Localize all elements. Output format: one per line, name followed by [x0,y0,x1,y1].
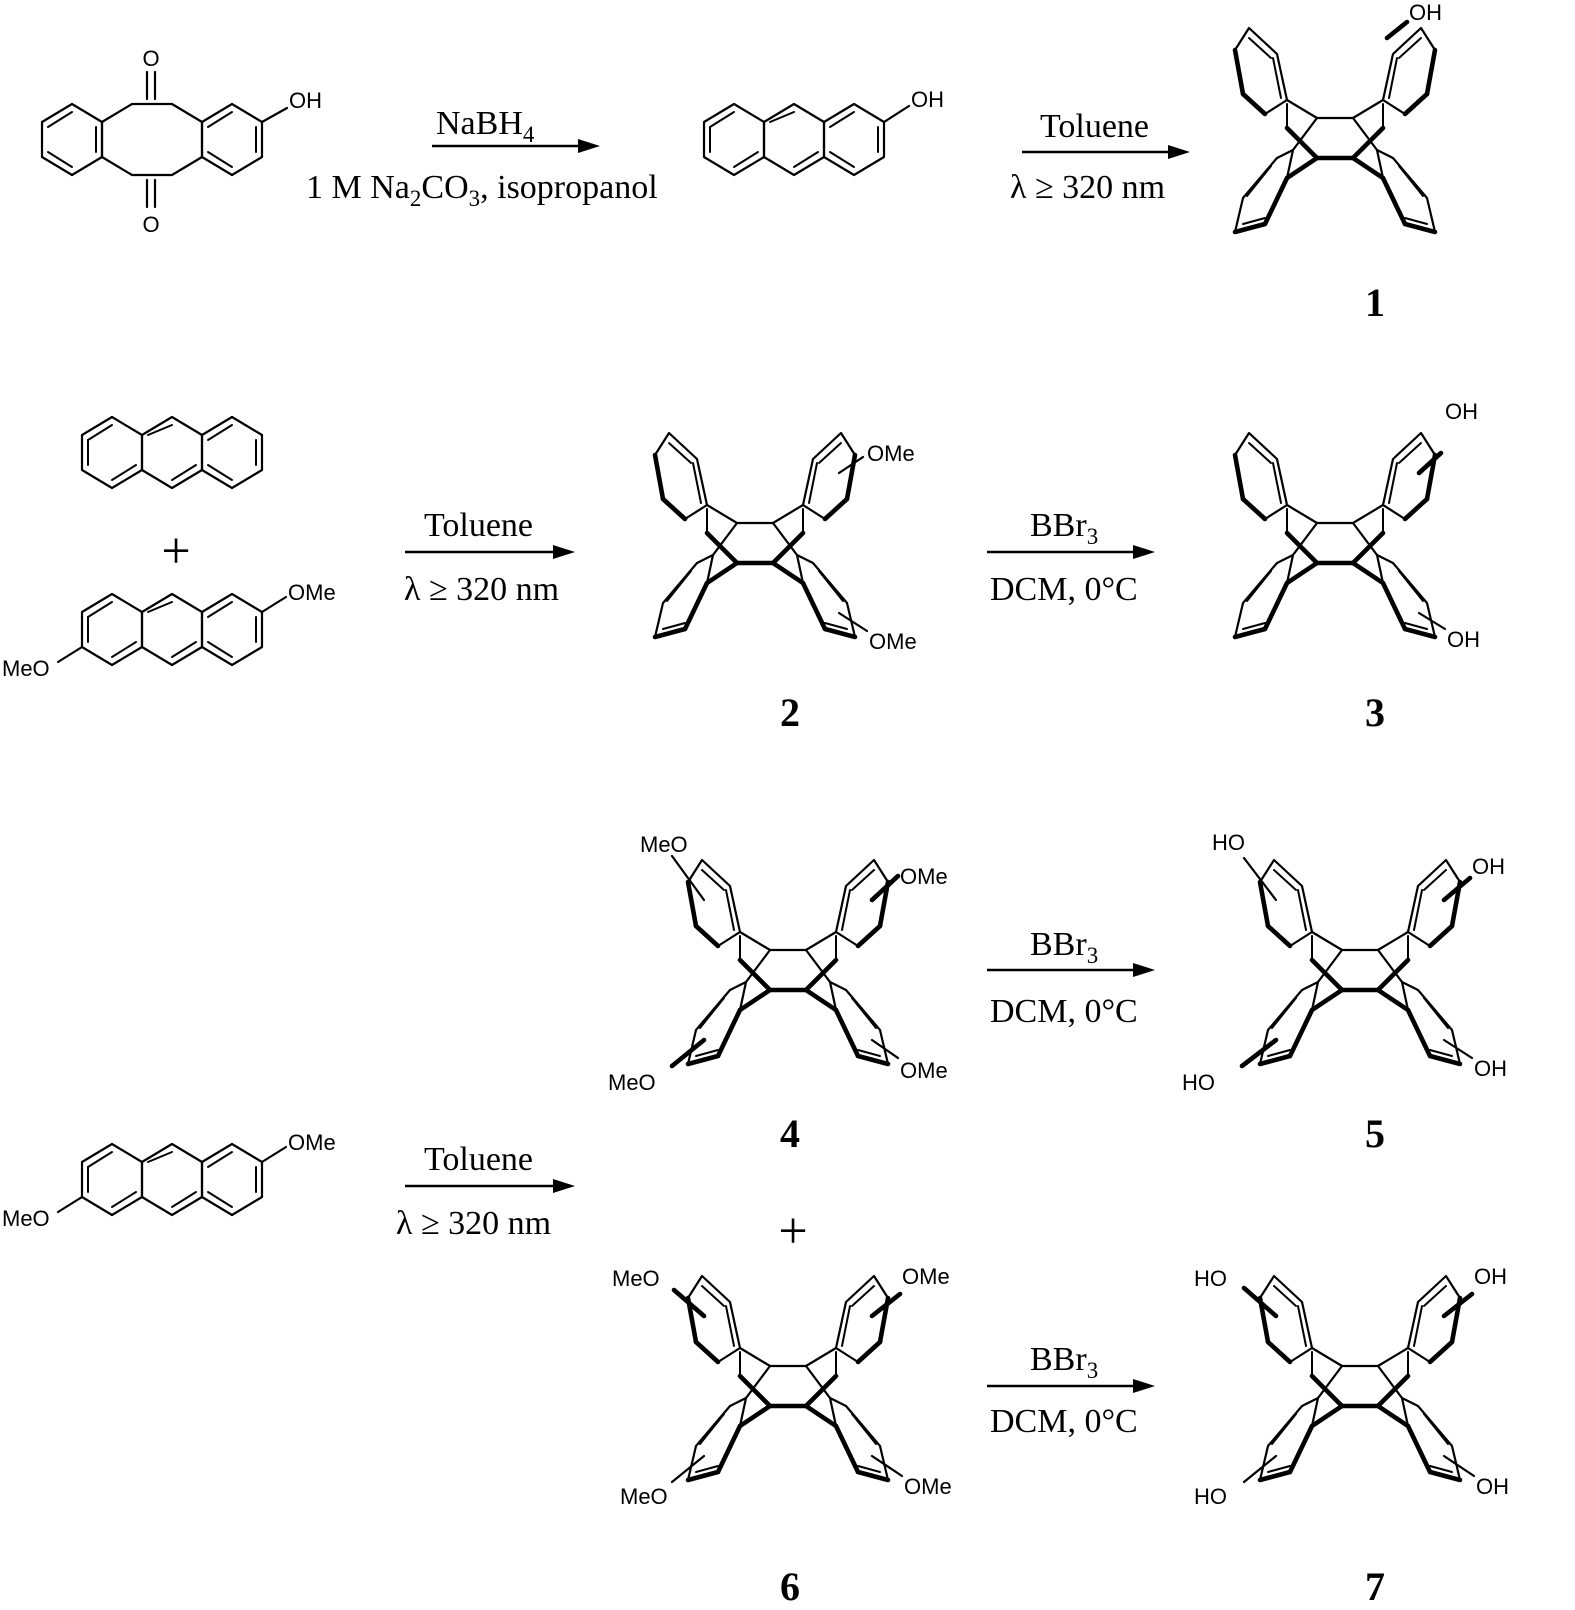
compound-3-dimer: OH OH [1235,399,1480,652]
compound-label-5: 5 [1365,1111,1385,1156]
reagent-bbr3: BBr3 [1030,507,1098,549]
condition-dcm: DCM, 0°C [990,571,1138,608]
carbonyl-o-bottom: O [142,212,159,237]
compound-5-dimer: HO OH HO OH [1182,830,1507,1095]
hydroxyl-label: OH [1447,627,1480,652]
compound-4-dimer: MeO OMe MeO OMe [608,832,948,1095]
hydroxyl-label: OH [1409,0,1442,25]
compound-1-dimer: OH [1235,0,1442,232]
compound-label-7: 7 [1365,1564,1385,1609]
reaction-arrow-4: BBr3 DCM, 0°C [987,507,1155,608]
compound-2-dimer: OMe OMe [655,433,917,654]
hydroxyl-label: OH [911,87,944,112]
reagent-toluene: Toluene [424,507,533,544]
reaction-arrow-3: Toluene λ ≥ 320 nm [404,507,575,608]
methoxy-label: OMe [904,1474,952,1499]
methoxy-label: OMe [900,864,948,889]
reagent-toluene: Toluene [424,1141,533,1178]
methoxy-label: OMe [867,441,915,466]
reaction-arrow-7: BBr3 DCM, 0°C [987,1341,1155,1440]
methoxy-label: OMe [902,1264,950,1289]
condition-dcm: DCM, 0°C [990,1403,1138,1440]
compound-6-dimer: MeO OMe MeO OMe [612,1264,952,1509]
hydroxyl-label: OH [1474,1056,1507,1081]
compound-label-3: 3 [1365,690,1385,735]
reagent-toluene: Toluene [1040,108,1149,145]
anthracene [80,415,264,490]
condition-na2co3-isopropanol: 1 M Na2CO3, isopropanol [306,169,658,211]
reaction-arrow-1: NaBH4 1 M Na2CO3, isopropanol [306,105,658,211]
compound-label-4: 4 [780,1111,800,1156]
dimethoxyanthracene: OMe MeO [2,1130,336,1231]
reagent-bbr3: BBr3 [1030,1341,1098,1383]
hydroxyanthraquinone: O O OH [40,46,322,237]
hydroxyanthracene: OH [702,87,944,177]
reaction-arrow-6: BBr3 DCM, 0°C [987,926,1155,1030]
carbonyl-o-top: O [142,46,159,71]
reagent-bbr3: BBr3 [1030,926,1098,968]
compound-label-1: 1 [1365,280,1385,325]
methoxy-label: OMe [288,580,336,605]
hydroxyl-label: OH [289,88,322,113]
condition-dcm: DCM, 0°C [990,993,1138,1030]
plus-sign: + [778,1203,807,1260]
hydroxyl-label: HO [1212,830,1245,855]
hydroxyl-label: OH [1472,854,1505,879]
compound-label-6: 6 [780,1564,800,1609]
condition-irradiation: λ ≥ 320 nm [396,1205,551,1242]
methoxy-label: MeO [2,656,50,681]
methoxy-label: OMe [900,1058,948,1083]
reaction-arrow-2: Toluene λ ≥ 320 nm [1010,108,1190,206]
methoxy-label: MeO [620,1484,668,1509]
methoxy-label: MeO [2,1206,50,1231]
hydroxyl-label: OH [1476,1474,1509,1499]
methoxy-label: MeO [608,1070,656,1095]
hydroxyl-label: OH [1445,399,1478,424]
methoxy-label: OMe [869,629,917,654]
condition-irradiation: λ ≥ 320 nm [1010,169,1165,206]
methoxy-label: MeO [640,832,688,857]
methoxy-label: MeO [612,1266,660,1291]
hydroxyl-label: HO [1194,1266,1227,1291]
dimethoxyanthracene: OMe MeO [2,580,336,681]
compound-7-dimer: HO OH HO OH [1194,1264,1509,1509]
methoxy-label: OMe [288,1130,336,1155]
plus-sign: + [161,523,190,580]
reaction-arrow-5: Toluene λ ≥ 320 nm [396,1141,575,1242]
hydroxyl-label: HO [1182,1070,1215,1095]
compound-label-2: 2 [780,690,800,735]
reagent-nabh4: NaBH4 [436,105,535,147]
condition-irradiation: λ ≥ 320 nm [404,571,559,608]
hydroxyl-label: OH [1474,1264,1507,1289]
hydroxyl-label: HO [1194,1484,1227,1509]
